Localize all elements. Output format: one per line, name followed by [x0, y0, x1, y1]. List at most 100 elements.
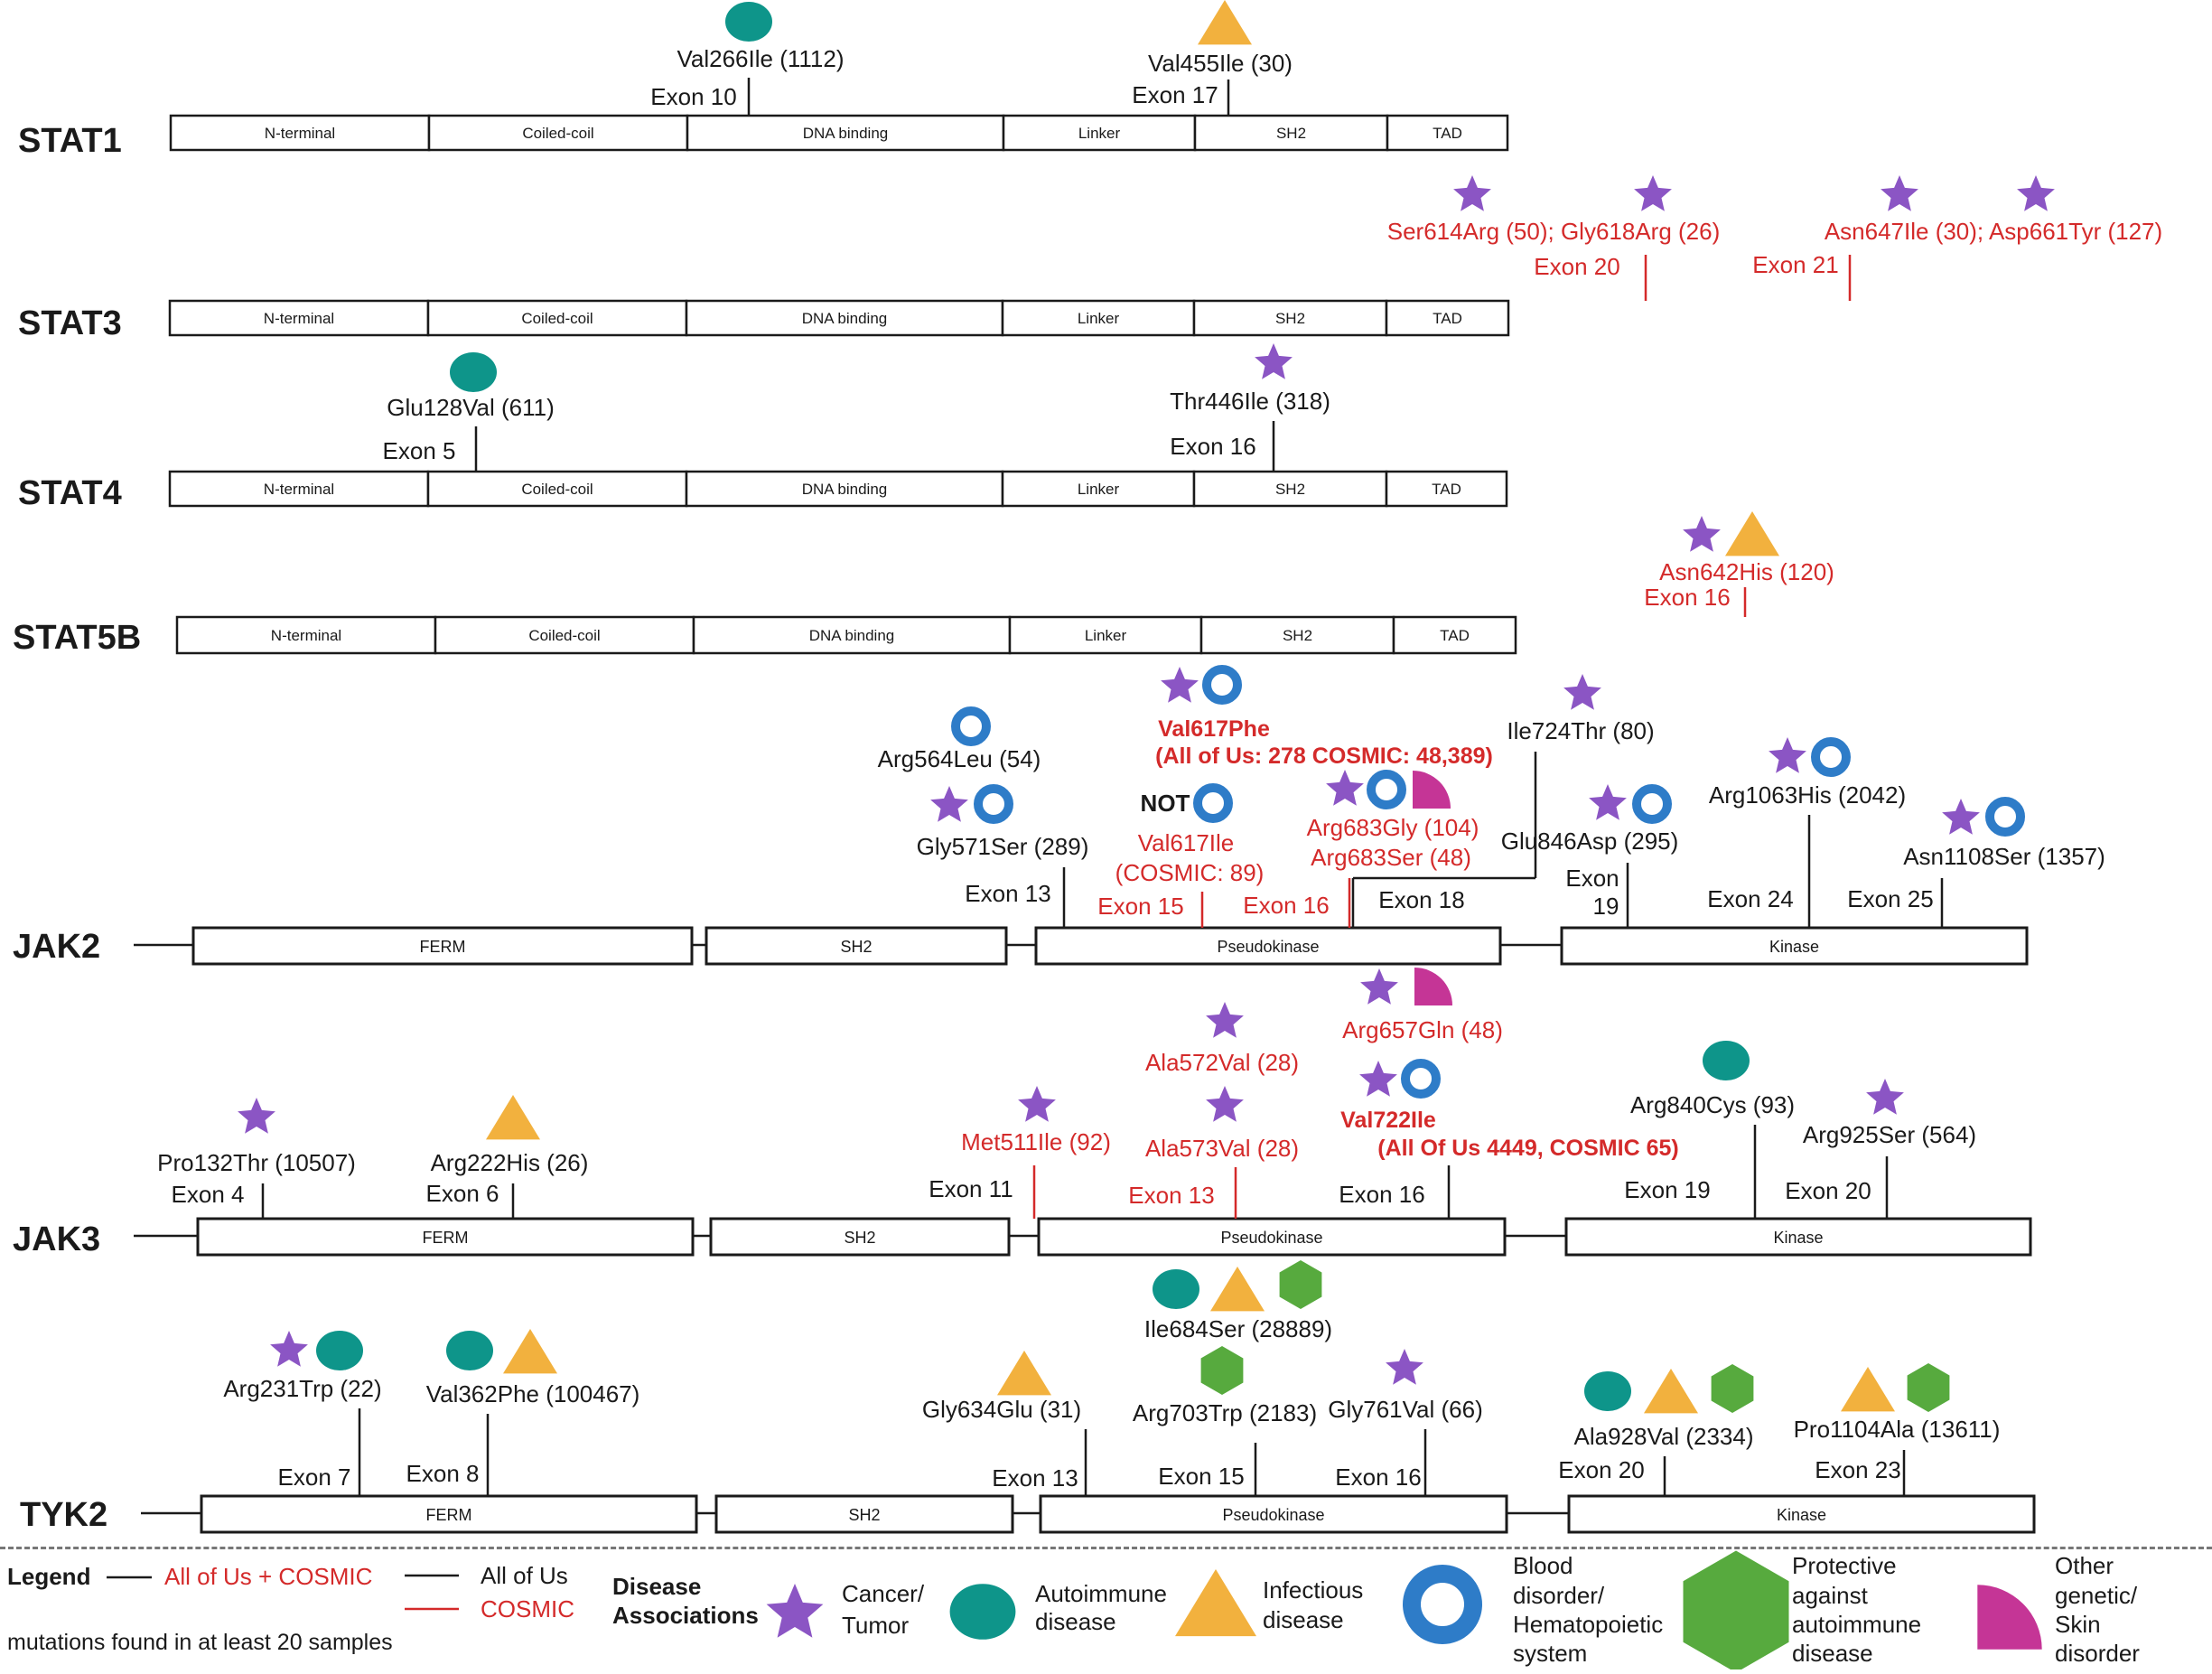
mutation-label: Ala572Val (28)	[1145, 1049, 1299, 1076]
other-quarter-icon	[1977, 1585, 2042, 1650]
blood-ring-icon	[1403, 1565, 1482, 1644]
domain-box	[200, 1494, 698, 1534]
cancer-star-icon	[1589, 784, 1627, 820]
mutation-label: Ser614Arg (50); Gly618Arg (26)	[1387, 218, 1721, 245]
domain-box	[1385, 299, 1510, 337]
domain-box	[426, 299, 688, 337]
exon-label: Exon 8	[406, 1460, 480, 1487]
domain-label: SH2	[1275, 481, 1305, 498]
domain-box	[191, 926, 694, 966]
domain-box	[168, 470, 430, 508]
domain-label: FERM	[420, 938, 466, 956]
autoimmune-ellipse-icon	[1153, 1269, 1199, 1309]
legend-disease-title: Disease	[612, 1573, 701, 1600]
legend-item-label: disease	[1263, 1606, 1344, 1633]
infectious-triangle-icon	[1725, 511, 1779, 556]
domain-box	[1193, 114, 1389, 152]
legend-item-label: Hematopoietic	[1513, 1611, 1663, 1638]
legend-item-label: Tumor	[842, 1612, 909, 1639]
domain-label: SH2	[1276, 125, 1306, 142]
mutation-label: Val455Ile (30)	[1148, 50, 1293, 77]
cancer-star-icon	[1563, 674, 1601, 710]
domain-box	[1392, 615, 1517, 655]
domain-label: Coiled-coil	[522, 125, 593, 142]
blood-ring-icon	[1401, 1059, 1441, 1099]
cancer-star-icon	[1360, 968, 1398, 1005]
cancer-star-icon	[1161, 667, 1199, 703]
mutation-label: (All of Us: 278 COSMIC: 48,389)	[1155, 743, 1493, 769]
mutation-label: Pro1104Ala (13611)	[1794, 1416, 2001, 1443]
cancer-star-icon	[1866, 1079, 1904, 1115]
legend-item-label: autoimmune	[1792, 1611, 1921, 1638]
domain-label: DNA binding	[809, 627, 895, 644]
exon-label: Exon 20	[1534, 253, 1619, 280]
legend-note: mutations found in at least 20 samples	[7, 1630, 393, 1655]
domain-label: Coiled-coil	[521, 310, 593, 327]
domain-box	[1386, 114, 1509, 152]
blood-ring-icon	[1811, 737, 1851, 777]
domain-box	[1192, 299, 1388, 337]
infectious-triangle-icon	[1198, 0, 1252, 45]
domain-label: SH2	[840, 938, 872, 956]
exon-label: Exon 18	[1378, 886, 1464, 913]
infectious-triangle-icon	[1841, 1367, 1895, 1412]
legend-separator	[0, 1547, 2212, 1549]
exon-label: Exon 10	[650, 83, 736, 110]
domain-label: Linker	[1078, 310, 1120, 327]
blood-ring-icon	[1985, 797, 2025, 837]
infectious-triangle-icon	[486, 1095, 540, 1140]
mutation-label: Arg703Trp (2183)	[1133, 1399, 1317, 1426]
blood-ring-icon	[1193, 783, 1233, 823]
domain-label: Pseudokinase	[1222, 1506, 1324, 1524]
exon-label: Exon 24	[1707, 885, 1793, 912]
domain-label: Coiled-coil	[521, 481, 593, 498]
protein-name: STAT1	[18, 122, 122, 160]
domain-label: Linker	[1078, 125, 1121, 142]
domain-box	[1567, 1494, 2036, 1534]
domain-box	[1385, 470, 1508, 508]
mutation-label: (COSMIC: 89)	[1115, 859, 1265, 886]
domain-label: Pseudokinase	[1220, 1229, 1322, 1247]
cancer-star-icon	[1206, 1002, 1244, 1038]
legend-item-label: disorder	[2055, 1640, 2140, 1667]
domain-label: SH2	[1275, 310, 1305, 327]
exon-label: Exon 16	[1335, 1464, 1421, 1491]
protective-hexagon-icon	[1200, 1346, 1244, 1395]
domain-label: Kinase	[1777, 1506, 1826, 1524]
exon-label: Exon 21	[1752, 251, 1838, 278]
blood-ring-icon	[1632, 784, 1672, 824]
domain-box	[685, 299, 1004, 337]
domain-box	[686, 114, 1005, 152]
domain-label: N-terminal	[264, 310, 334, 327]
domain-label: TAD	[1433, 310, 1462, 327]
legend-label: All of Us	[481, 1562, 568, 1589]
exon-label: Exon 13	[965, 880, 1050, 907]
cancer-star-icon	[1881, 175, 1918, 211]
cancer-star-icon	[1386, 1349, 1423, 1385]
protein-name: STAT4	[18, 474, 122, 512]
exon-label: Exon 25	[1847, 885, 1933, 912]
legend-label: All of Us + COSMIC	[164, 1563, 372, 1590]
mutation-label: Val617Phe	[1158, 716, 1270, 742]
domain-label: SH2	[848, 1506, 880, 1524]
autoimmune-ellipse-icon	[450, 352, 497, 392]
mutation-label: Met511Ile (92)	[961, 1128, 1111, 1155]
blood-ring-icon	[1202, 665, 1242, 705]
protein-name: TYK2	[20, 1496, 107, 1534]
cancer-star-icon	[1018, 1086, 1056, 1122]
exon-label: Exon 23	[1815, 1456, 1900, 1483]
infectious-triangle-icon	[1210, 1267, 1265, 1312]
legend-item-label: Blood	[1513, 1552, 1573, 1579]
domain-label: Pseudokinase	[1217, 938, 1319, 956]
domain-box	[196, 1217, 695, 1257]
mutation-label: Arg683Gly (104)	[1307, 814, 1479, 841]
mutation-label: Ile684Ser (28889)	[1144, 1315, 1332, 1342]
domain-box	[1039, 1494, 1508, 1534]
legend-title: Legend	[7, 1563, 90, 1590]
mutation-label: Glu846Asp (295)	[1501, 828, 1679, 855]
cancer-star-icon	[1206, 1086, 1244, 1122]
domain-box	[1560, 926, 2029, 966]
legend-item-label: against	[1792, 1582, 1869, 1609]
mutation-label: Gly634Glu (31)	[922, 1396, 1081, 1423]
mutation-label: Arg683Ser (48)	[1311, 844, 1471, 871]
